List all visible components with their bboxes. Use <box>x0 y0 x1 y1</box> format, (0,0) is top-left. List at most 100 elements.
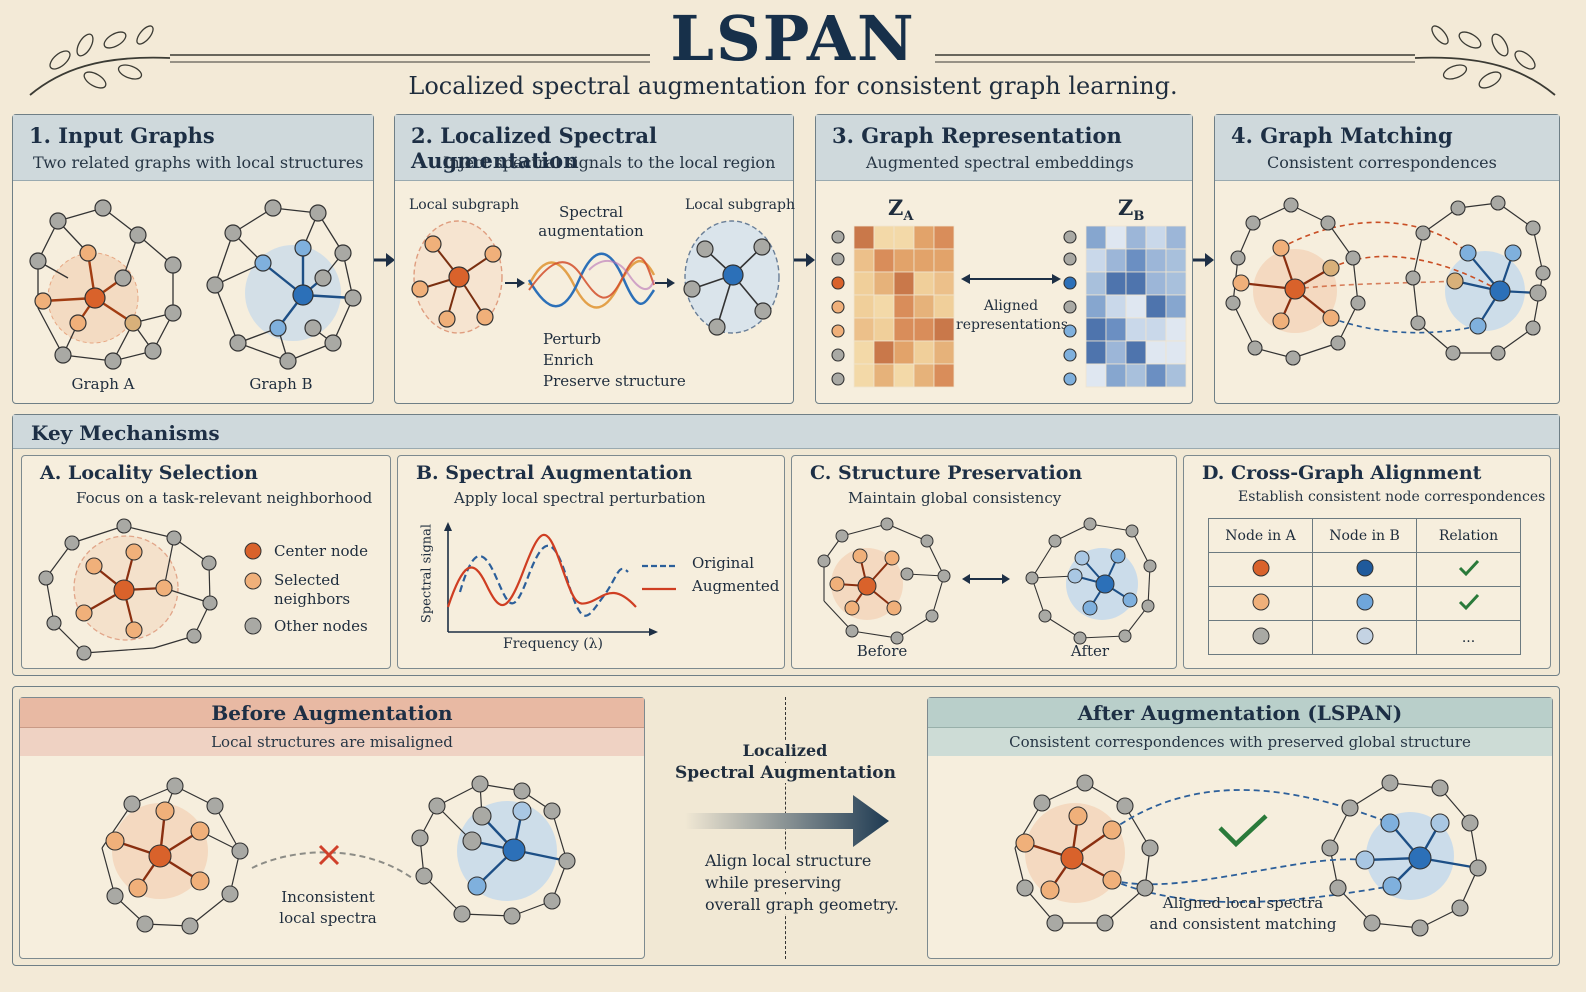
node-a-center-icon <box>1252 559 1269 576</box>
heatmap-cell <box>873 317 895 342</box>
after-augmentation-panel: After Augmentation (LSPAN) Consistent co… <box>927 697 1553 959</box>
local-subgraph-blue <box>683 220 780 336</box>
checkmark-icon <box>1458 559 1479 576</box>
page-subtitle: Localized spectral augmentation for cons… <box>408 72 1178 100</box>
local-subgraph-label-b: Local subgraph <box>685 197 795 213</box>
heatmap-cell <box>1105 363 1127 388</box>
heatmap-cell <box>1085 248 1107 273</box>
heatmap-cell <box>1085 363 1107 388</box>
embedding-za-matrix <box>831 225 955 388</box>
table-header: Node in A <box>1208 518 1313 553</box>
after-band-title: After Augmentation (LSPAN) <box>928 698 1552 728</box>
heatmap-cell <box>933 294 955 319</box>
table-row: ... <box>1208 620 1521 655</box>
after-band-subtitle: Consistent correspondences with preserve… <box>928 728 1552 756</box>
heatmap-cell <box>1165 363 1187 388</box>
graph-b <box>206 199 362 370</box>
spectral-wave-icon <box>527 252 656 309</box>
heatmap-cell <box>1145 363 1167 388</box>
middle-desc-1: Align local structure <box>705 851 872 870</box>
step-header: 1. Input Graphs Two related graphs with … <box>13 115 373 181</box>
heatmap-cell <box>933 317 955 342</box>
before-graph-b <box>411 775 576 925</box>
heatmap-cell <box>1085 271 1107 296</box>
step-graph-representation: 3. Graph Representation Augmented spectr… <box>815 114 1193 404</box>
perturb-label: Perturb <box>543 330 601 348</box>
key-mechanisms-title: Key Mechanisms <box>31 421 220 445</box>
heatmap-cell <box>873 340 895 365</box>
heatmap-cell <box>1125 271 1147 296</box>
step-input-graphs: 1. Input Graphs Two related graphs with … <box>12 114 374 404</box>
heatmap-cell <box>893 271 915 296</box>
step-title: 1. Input Graphs <box>29 123 215 148</box>
heatmap-cell <box>1145 294 1167 319</box>
legend-other-nodes: Other nodes <box>274 617 368 635</box>
node-b-center-icon <box>1356 559 1373 576</box>
heatmap-cell <box>1145 248 1167 273</box>
before-band-subtitle: Local structures are misaligned <box>20 728 644 756</box>
preserve-structure-label: Preserve structure <box>543 372 686 390</box>
checkmark-icon <box>1218 814 1268 848</box>
checkmark-icon <box>1458 593 1479 610</box>
za-heatmap <box>853 225 955 388</box>
before-band-title: Before Augmentation <box>20 698 644 728</box>
heatmap-cell <box>913 225 935 250</box>
heatmap-cell <box>1125 225 1147 250</box>
heatmap-cell <box>893 317 915 342</box>
aligned-spectra-label: Aligned local spectra <box>1162 894 1324 912</box>
graph-b-label: Graph B <box>249 375 313 393</box>
table-header-row: Node in A Node in B Relation <box>1208 518 1521 553</box>
alignment-table: Node in A Node in B Relation ... <box>1208 518 1521 655</box>
ellipsis-cell: ... <box>1416 620 1521 655</box>
enrich-label: Enrich <box>543 351 594 369</box>
table-row <box>1208 552 1521 587</box>
table-header: Node in B <box>1312 518 1417 553</box>
before-graph-a <box>101 777 249 935</box>
spectral-label: Spectral <box>558 203 624 221</box>
heatmap-cell <box>873 225 895 250</box>
arrow-icon <box>374 253 395 267</box>
heatmap-cell <box>873 271 895 296</box>
before-augmentation-panel: Before Augmentation Local structures are… <box>19 697 645 959</box>
mechanism-title: A. Locality Selection <box>40 462 258 484</box>
heatmap-cell <box>853 225 875 250</box>
za-label: ZA <box>888 195 914 225</box>
x-axis-label: Frequency (λ) <box>503 636 603 652</box>
heatmap-cell <box>893 363 915 388</box>
mechanism-subtitle: Establish consistent node correspondence… <box>1238 489 1546 505</box>
key-mechanisms-header <box>13 415 1559 449</box>
legend-center-node: Center node <box>274 542 369 560</box>
inconsistent-link <box>251 844 413 879</box>
heatmap-cell <box>1105 317 1127 342</box>
mechanism-title: D. Cross-Graph Alignment <box>1202 462 1482 484</box>
consistent-matching-label: and consistent matching <box>1149 915 1337 933</box>
local-subgraph-orange <box>411 220 503 334</box>
step-subtitle: Inject spectral signals to the local reg… <box>443 153 776 172</box>
middle-title-1: Localized <box>685 741 885 760</box>
vine-ornament-left <box>29 25 650 96</box>
mechanism-title: B. Spectral Augmentation <box>416 462 693 484</box>
original-series-line <box>458 544 629 617</box>
after-graph <box>1025 517 1157 645</box>
heatmap-cell <box>1105 225 1127 250</box>
heatmap-cell <box>1105 248 1127 273</box>
heatmap-cell <box>1125 363 1147 388</box>
step-header: 2. Localized Spectral Augmentation Injec… <box>395 115 793 181</box>
arrow-icon <box>1193 253 1214 267</box>
heatmap-cell <box>913 294 935 319</box>
heatmap-cell <box>913 340 935 365</box>
other-nodes-legend-icon <box>244 617 262 635</box>
mechanism-locality-selection: A. Locality Selection Focus on a task-re… <box>21 455 391 669</box>
before-label: Before <box>856 642 908 660</box>
after-label: After <box>1070 642 1110 660</box>
heatmap-cell <box>853 271 875 296</box>
heatmap-cell <box>1165 317 1187 342</box>
heatmap-cell <box>1105 340 1127 365</box>
heatmap-cell <box>913 271 935 296</box>
big-arrow-icon <box>685 795 889 847</box>
arrow-icon <box>655 278 675 288</box>
heatmap-cell <box>1085 340 1107 365</box>
step-subtitle: Augmented spectral embeddings <box>866 153 1134 172</box>
heatmap-cell <box>853 340 875 365</box>
y-axis-label: Spectral signal <box>419 523 435 624</box>
